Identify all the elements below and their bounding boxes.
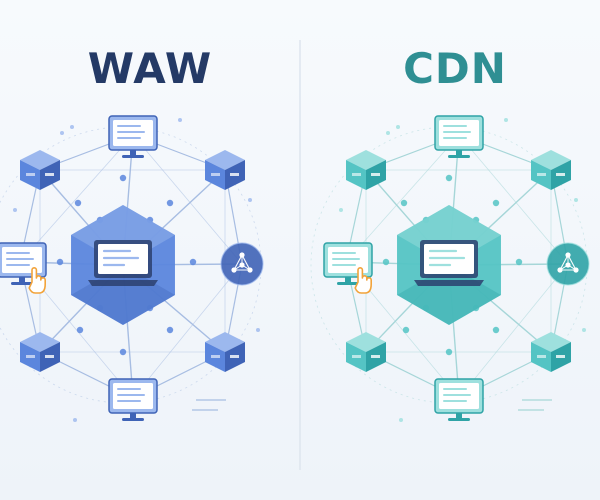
bottom-monitor-icon bbox=[108, 378, 158, 421]
bottom-monitor-icon bbox=[434, 378, 484, 421]
decorative-dashes bbox=[192, 399, 226, 411]
hub-node bbox=[71, 205, 175, 325]
bottom-left-server-cube-icon bbox=[346, 332, 386, 372]
globe-network-icon bbox=[220, 242, 264, 286]
panel-title-waw: WAW bbox=[87, 44, 213, 93]
bottom-right-server-cube-icon bbox=[531, 332, 571, 372]
pointer-hand-icon bbox=[28, 267, 46, 294]
bottom-left-server-cube-icon bbox=[20, 332, 60, 372]
top-right-server-cube-icon bbox=[531, 150, 571, 190]
top-left-server-cube-icon bbox=[20, 150, 60, 190]
top-monitor-icon bbox=[108, 115, 158, 158]
top-monitor-icon bbox=[434, 115, 484, 158]
hub-node bbox=[397, 205, 501, 325]
panel-cdn bbox=[310, 115, 590, 422]
decorative-dashes bbox=[518, 399, 552, 411]
globe-network-icon bbox=[546, 242, 590, 286]
panel-waw bbox=[0, 115, 264, 422]
top-right-server-cube-icon bbox=[205, 150, 245, 190]
hub-laptop-icon bbox=[88, 240, 158, 286]
bottom-right-server-cube-icon bbox=[205, 332, 245, 372]
hub-laptop-icon bbox=[414, 240, 484, 286]
top-left-server-cube-icon bbox=[346, 150, 386, 190]
panel-title-cdn: CDN bbox=[403, 44, 507, 93]
pointer-hand-icon bbox=[354, 267, 372, 294]
